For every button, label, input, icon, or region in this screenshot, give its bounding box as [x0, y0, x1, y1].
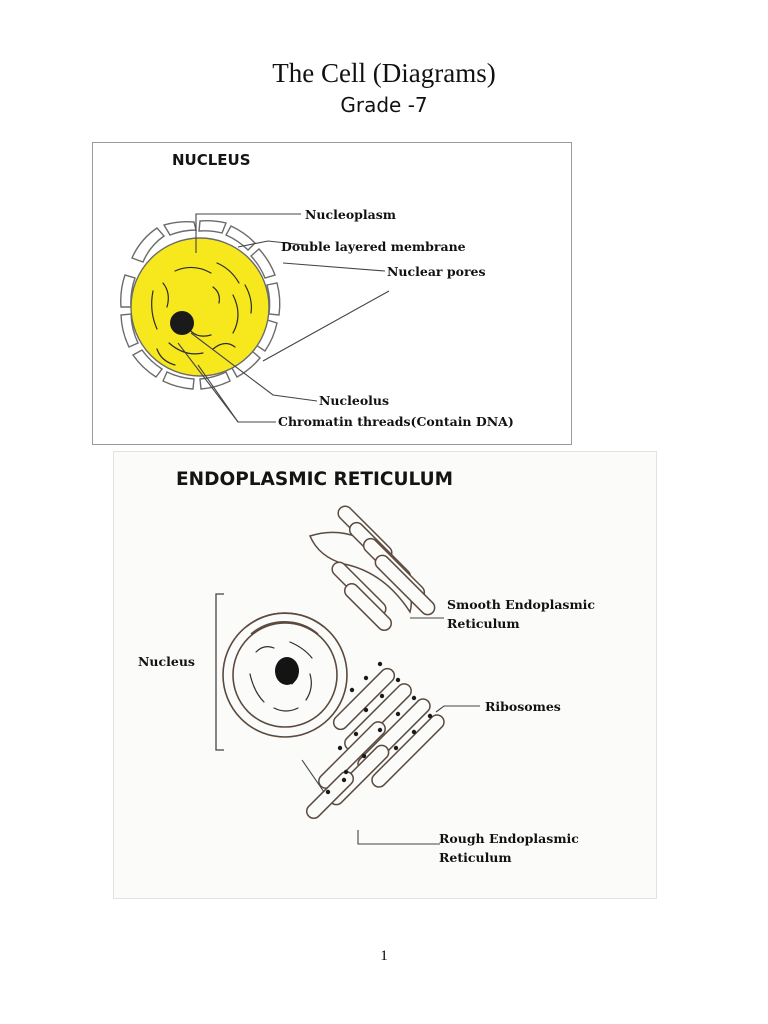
er-diagram: [215, 505, 480, 845]
label-rough-er-line2: Reticulum: [439, 850, 512, 865]
er-nucleus-envelope: [222, 612, 348, 738]
nucleolus-dot: [170, 311, 194, 335]
nucleus-leader-lines: [177, 213, 390, 423]
label-nucleolus: Nucleolus: [319, 393, 390, 408]
page-number: 1: [380, 948, 388, 964]
nucleus-heading: NUCLEUS: [172, 151, 251, 169]
label-nuclear-pores: Nuclear pores: [387, 264, 486, 279]
label-nucleoplasm: Nucleoplasm: [305, 207, 397, 222]
page-title: The Cell (Diagrams): [272, 58, 496, 88]
chromatin-threads: [151, 262, 252, 366]
label-smooth-er-line1: Smooth Endoplasmic: [447, 597, 596, 612]
page-subtitle: Grade -7: [340, 93, 428, 117]
er-leader-lines: [301, 617, 480, 845]
er-heading: ENDOPLASMIC RETICULUM: [176, 469, 454, 490]
nucleoplasm-fill: [130, 237, 270, 377]
nuclear-membrane: [120, 219, 281, 390]
label-double-layered-membrane: Double layered membrane: [281, 239, 466, 254]
rough-er: [305, 667, 445, 820]
label-nucleus: Nucleus: [138, 654, 195, 669]
nucleus-bracket: [215, 593, 224, 751]
label-chromatin-threads: Chromatin threads(Contain DNA): [278, 414, 514, 429]
label-rough-er-line1: Rough Endoplasmic: [439, 831, 579, 846]
er-nucleolus: [275, 657, 299, 685]
smooth-er: [308, 505, 436, 632]
nucleus-diagram: [120, 213, 390, 423]
ribosome-dots: [325, 661, 433, 795]
label-smooth-er-line2: Reticulum: [447, 616, 520, 631]
nucleus-diagram-panel: NUCLEUS Nucleoplasm Double layered membr…: [92, 142, 572, 445]
label-ribosomes: Ribosomes: [485, 699, 561, 714]
er-diagram-panel: ENDOPLASMIC RETICULUM Smooth Endoplasmic…: [113, 451, 657, 899]
